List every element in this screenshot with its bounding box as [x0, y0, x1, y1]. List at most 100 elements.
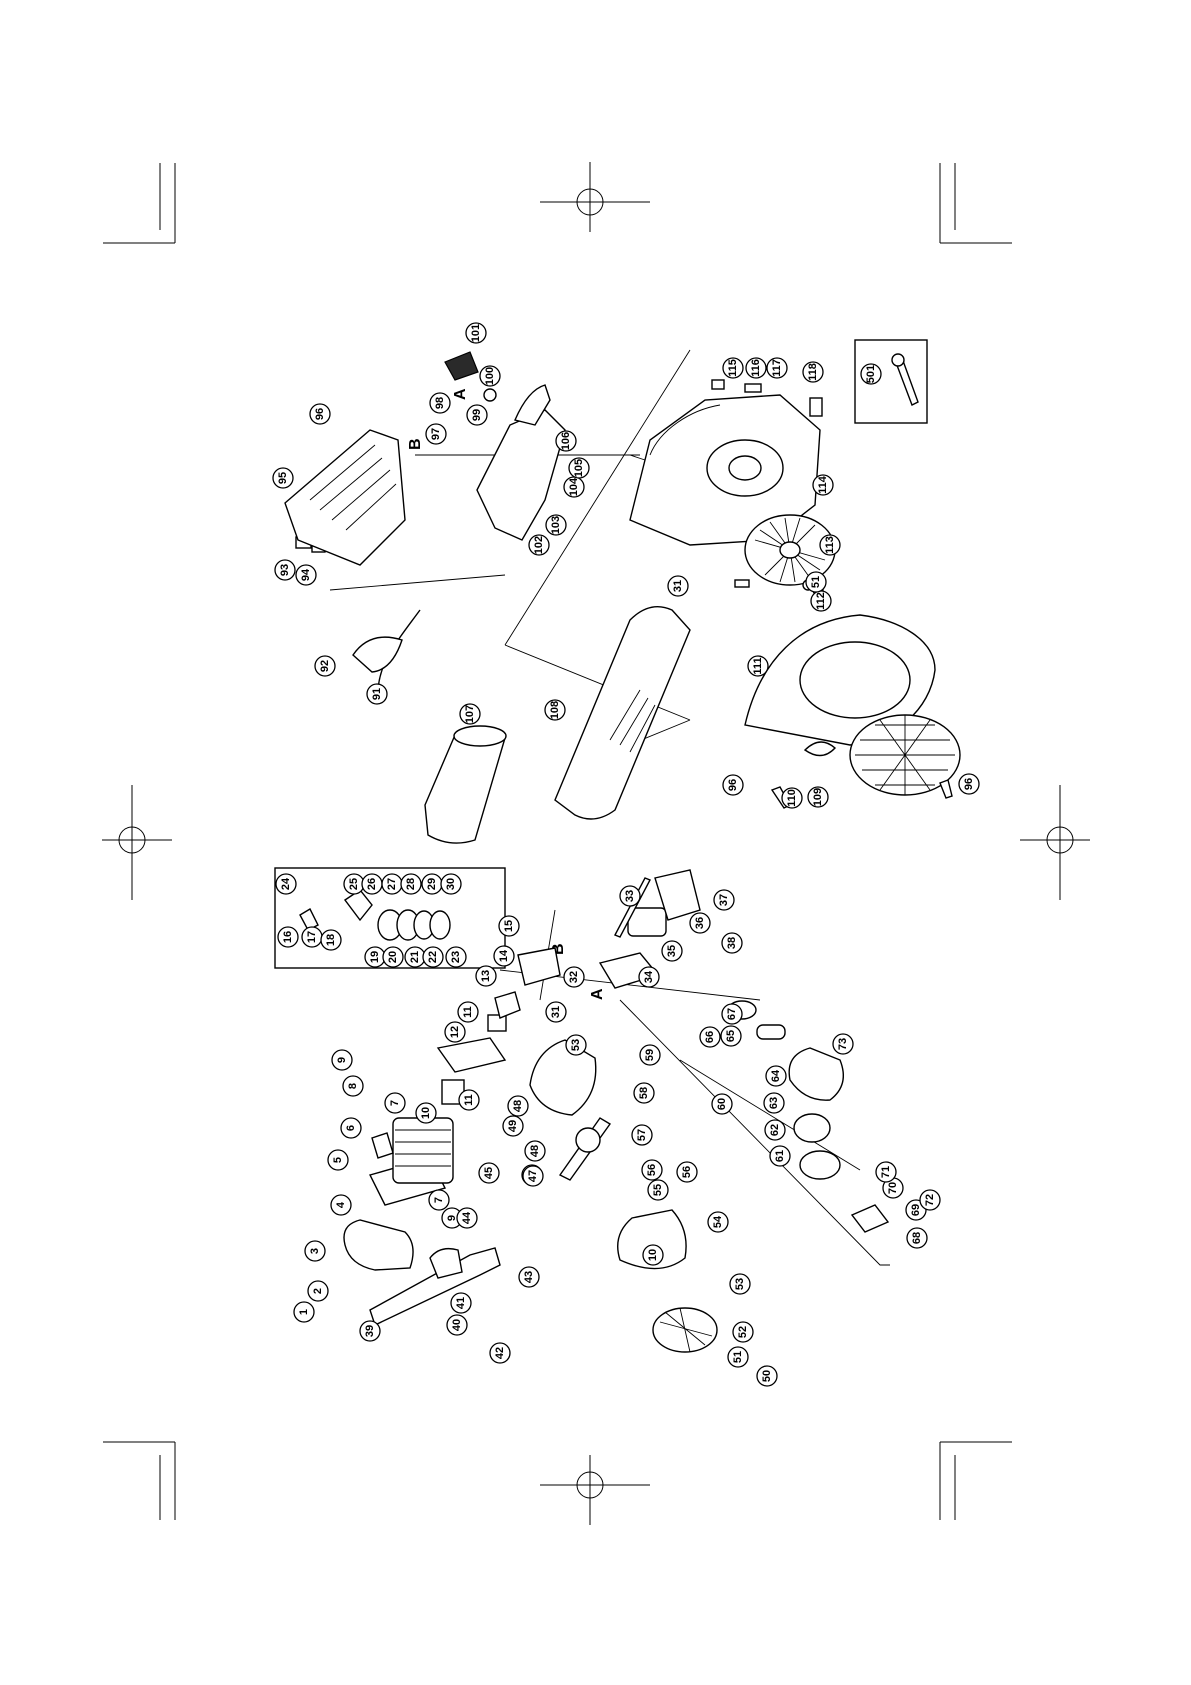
callout-circle	[382, 946, 404, 968]
callout-bubble-26: 26	[361, 873, 383, 895]
callout-number: 112	[815, 592, 827, 610]
callout-circle	[745, 357, 767, 379]
callout-circle	[307, 1280, 329, 1302]
callout-number: 63	[768, 1097, 780, 1109]
callout-bubble-15: 15	[498, 915, 520, 937]
callout-circle	[642, 1244, 664, 1266]
callout-number: 20	[387, 951, 399, 963]
callout-bubble-104: 104	[563, 476, 585, 498]
callout-circle	[545, 1001, 567, 1023]
callout-number: 38	[726, 937, 738, 949]
callout-number: 57	[636, 1129, 648, 1141]
callout-bubble-66: 66	[699, 1026, 721, 1048]
callout-bubble-13: 13	[475, 965, 497, 987]
callout-number: 26	[366, 878, 378, 890]
callout-number: 69	[910, 1204, 922, 1216]
callout-bubble-107: 107	[459, 703, 481, 725]
callout-number: 12	[449, 1026, 461, 1038]
callout-circle	[342, 1075, 364, 1097]
callout-bubble-101: 101	[465, 322, 487, 344]
callout-number: 111	[752, 657, 764, 674]
callout-number: 31	[550, 1006, 562, 1018]
callout-circle	[619, 885, 641, 907]
callout-circle	[444, 1021, 466, 1043]
callout-bubble-23: 23	[445, 946, 467, 968]
callout-bubble-37: 37	[713, 889, 735, 911]
callout-circle	[498, 915, 520, 937]
callout-circle	[456, 1207, 478, 1229]
callouts-accessory-box: 501	[860, 363, 882, 385]
callout-number: 7	[389, 1100, 401, 1106]
ref-letter-b-upper: B	[407, 438, 424, 450]
callout-bubble-30: 30	[440, 873, 462, 895]
callout-bubble-96: 96	[309, 403, 331, 425]
callout-bubble-41: 41	[450, 1292, 472, 1314]
callout-bubble-22: 22	[422, 946, 444, 968]
callout-number: 30	[445, 878, 457, 890]
callout-number: 43	[523, 1271, 535, 1283]
callout-bubble-94: 94	[295, 564, 317, 586]
callout-circle	[722, 774, 744, 796]
callout-bubble-63: 63	[763, 1092, 785, 1114]
callout-circle	[832, 1033, 854, 1055]
ref-letter-b-lower: B	[550, 943, 567, 955]
callout-number: 13	[480, 970, 492, 982]
callout-number: 118	[807, 363, 819, 381]
callout-bubble-29: 29	[421, 873, 443, 895]
callout-number: 48	[512, 1100, 524, 1112]
callout-bubble-60: 60	[711, 1093, 733, 1115]
callout-bubble-112: 112	[810, 590, 832, 612]
callout-number: 60	[716, 1098, 728, 1110]
callout-circle	[689, 912, 711, 934]
callout-bubble-72: 72	[919, 1189, 941, 1211]
callout-bubble-99: 99	[466, 404, 488, 426]
callout-number: 92	[319, 660, 331, 672]
callout-number: 110	[786, 789, 798, 807]
callout-circle	[330, 1194, 352, 1216]
callout-number: 7	[433, 1197, 445, 1203]
callout-circle	[528, 534, 550, 556]
callout-circle	[314, 655, 336, 677]
callout-circle	[507, 1095, 529, 1117]
callout-bubble-102: 102	[528, 534, 550, 556]
callout-bubble-54: 54	[707, 1211, 729, 1233]
callout-circle	[707, 1211, 729, 1233]
callout-number: 21	[409, 951, 421, 963]
callout-number: 61	[774, 1150, 786, 1162]
callout-number: 117	[771, 359, 783, 377]
callout-bubble-18: 18	[320, 929, 342, 951]
callout-bubble-38: 38	[721, 932, 743, 954]
callout-number: 107	[464, 705, 476, 723]
callout-circle	[676, 1161, 698, 1183]
callout-number: 59	[644, 1049, 656, 1061]
callout-circle	[633, 1082, 655, 1104]
callout-number: 70	[887, 1182, 899, 1194]
callout-bubble-53: 53	[729, 1273, 751, 1295]
callout-number: 48	[529, 1145, 541, 1157]
callout-number: 32	[568, 971, 580, 983]
callout-number: 4	[335, 1201, 347, 1208]
callout-bubble-51: 51	[727, 1346, 749, 1368]
callout-bubble-9: 9	[331, 1049, 353, 1071]
callout-number: 52	[737, 1326, 749, 1338]
callout-number: 25	[348, 878, 360, 890]
callout-number: 31	[672, 580, 684, 592]
callout-circle	[713, 889, 735, 911]
callout-circle	[366, 683, 388, 705]
callout-circle	[522, 1165, 544, 1187]
callout-number: 28	[405, 878, 417, 890]
callout-circle	[631, 1124, 653, 1146]
callout-circle	[906, 1227, 928, 1249]
callout-number: 1	[298, 1309, 310, 1315]
callout-number: 54	[712, 1215, 724, 1228]
callout-circle	[721, 1003, 743, 1025]
callout-circle	[272, 467, 294, 489]
callout-bubble-11: 11	[457, 1001, 479, 1023]
callout-bubble-91: 91	[366, 683, 388, 705]
callout-circle	[479, 365, 501, 387]
callout-bubble-56: 56	[676, 1161, 698, 1183]
callout-circle	[764, 1119, 786, 1141]
callout-circle	[812, 474, 834, 496]
callout-bubble-111: 111	[747, 655, 769, 677]
callout-bubble-110: 110	[781, 787, 803, 809]
